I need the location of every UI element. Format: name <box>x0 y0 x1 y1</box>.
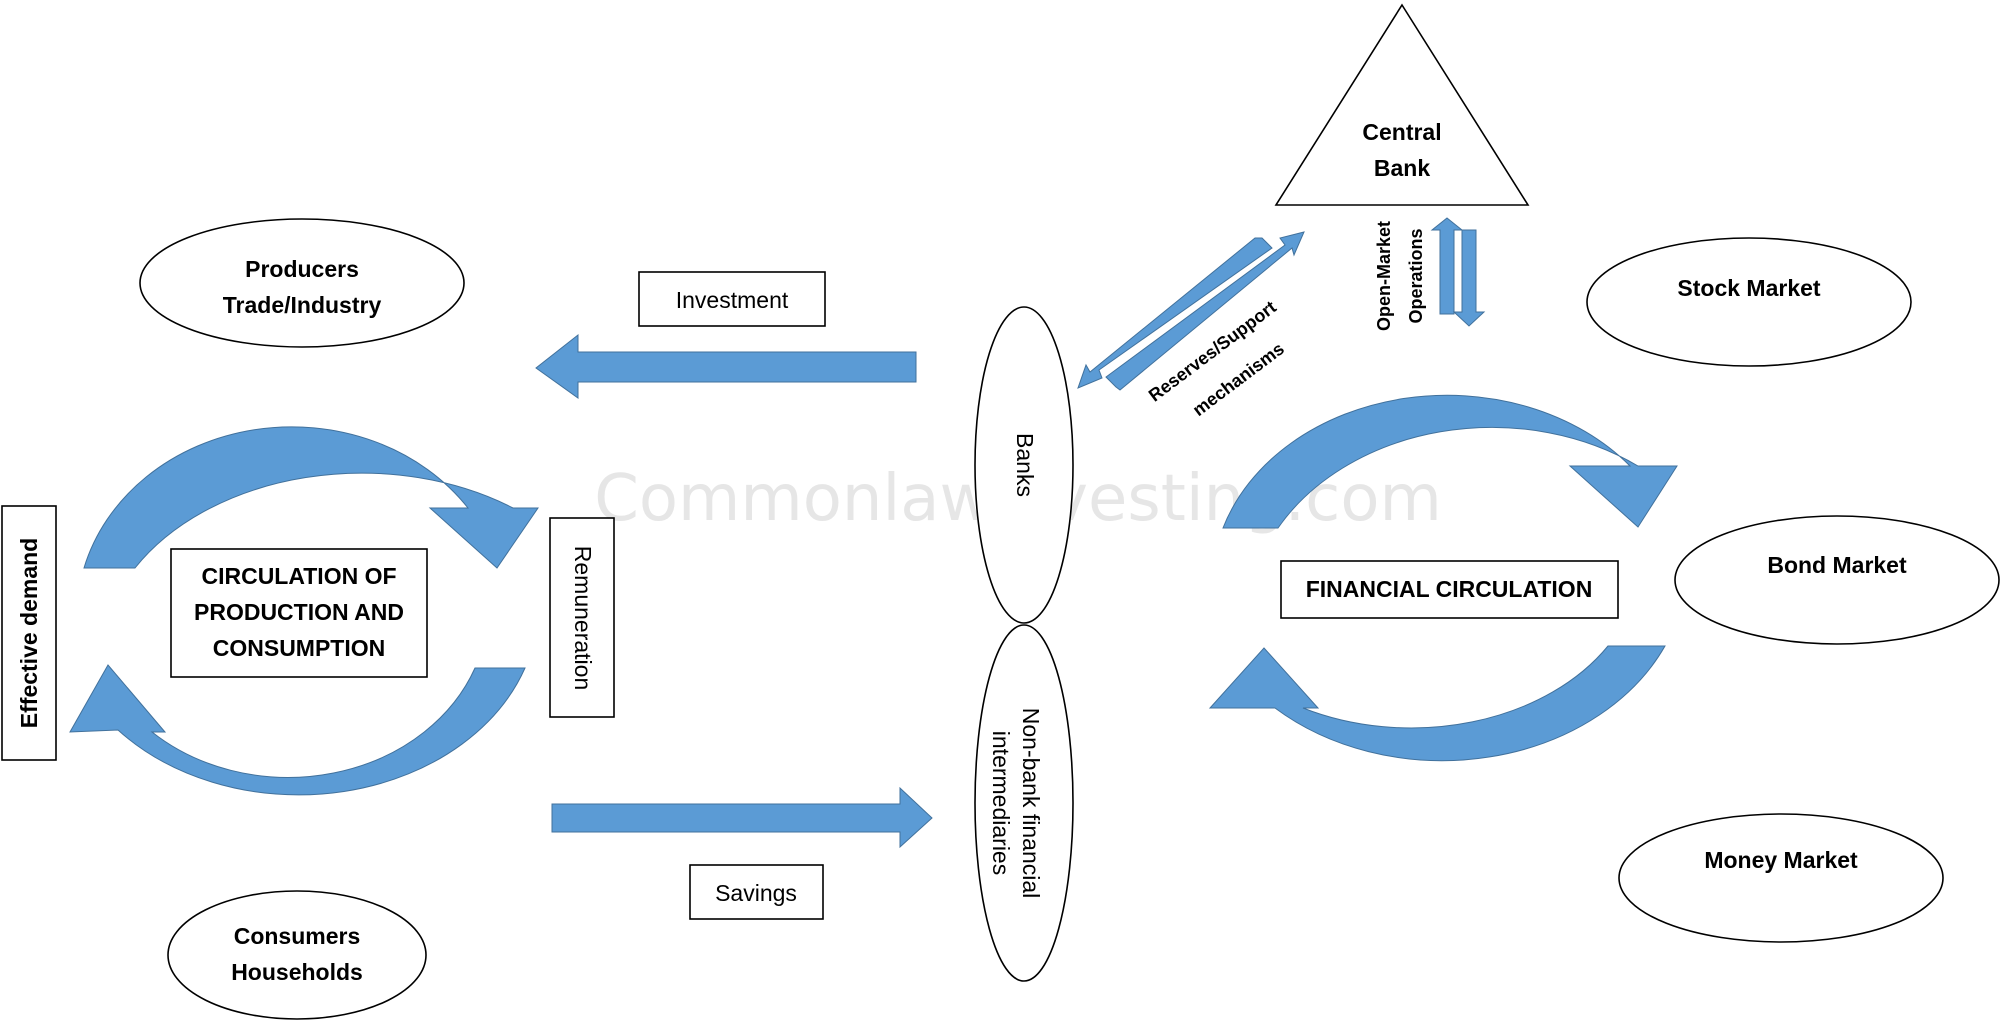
circulation-production-label-2: PRODUCTION AND <box>194 599 404 625</box>
money-market-node <box>1618 813 1944 943</box>
circulation-production-label-1: CIRCULATION OF <box>201 563 396 589</box>
consumers-label: Consumers <box>234 923 361 949</box>
circulation-production-label-3: CONSUMPTION <box>213 635 386 661</box>
financial-circulation-box <box>1280 560 1619 619</box>
stock-market-label: Stock Market <box>1677 275 1821 301</box>
omo-label-1: Open-Market <box>1374 221 1394 331</box>
production-top-arc-arrow <box>83 426 539 569</box>
investment-box <box>638 271 826 327</box>
reserves-arrow-down <box>1077 237 1273 389</box>
investment-arrow <box>535 333 917 399</box>
nonbank-intermediaries-label: Non-bank financial <box>1018 708 1044 899</box>
producers-label: Producers <box>245 256 359 282</box>
omo-arrow-up <box>1430 217 1464 315</box>
consumers-node <box>167 890 427 1020</box>
nonbank-intermediaries-node <box>974 624 1074 982</box>
nonbank-intermediaries-sublabel: intermediaries <box>988 731 1014 875</box>
banks-label: Banks <box>1012 433 1038 497</box>
stock-market-node <box>1586 237 1912 367</box>
circulation-production-box <box>170 548 428 678</box>
producers-sublabel: Trade/Industry <box>223 292 382 318</box>
consumers-sublabel: Households <box>231 959 363 985</box>
savings-label: Savings <box>715 880 797 906</box>
financial-circulation-label: FINANCIAL CIRCULATION <box>1306 576 1593 602</box>
effective-demand-label: Effective demand <box>16 538 42 728</box>
omo-label-2: Operations <box>1406 228 1426 323</box>
central-bank-sublabel: Bank <box>1374 155 1430 181</box>
remuneration-label: Remuneration <box>570 546 596 690</box>
central-bank-node <box>1274 3 1530 206</box>
financial-bottom-arc-arrow <box>1208 645 1666 762</box>
remuneration-box <box>549 517 615 718</box>
bond-market-node <box>1674 515 2000 645</box>
effective-demand-box <box>1 505 57 761</box>
financial-top-arc-arrow <box>1222 394 1678 529</box>
consumption-bottom-arc-arrow <box>69 664 526 796</box>
omo-arrow-down <box>1452 229 1486 327</box>
savings-box <box>689 864 824 920</box>
producers-node <box>139 218 465 348</box>
bond-market-label: Bond Market <box>1767 552 1907 578</box>
savings-arrow <box>551 786 933 849</box>
banks-node <box>974 306 1074 624</box>
investment-label: Investment <box>676 287 789 313</box>
money-market-label: Money Market <box>1704 847 1858 873</box>
central-bank-label: Central <box>1362 119 1441 145</box>
reserves-arrow-up <box>1105 231 1305 391</box>
